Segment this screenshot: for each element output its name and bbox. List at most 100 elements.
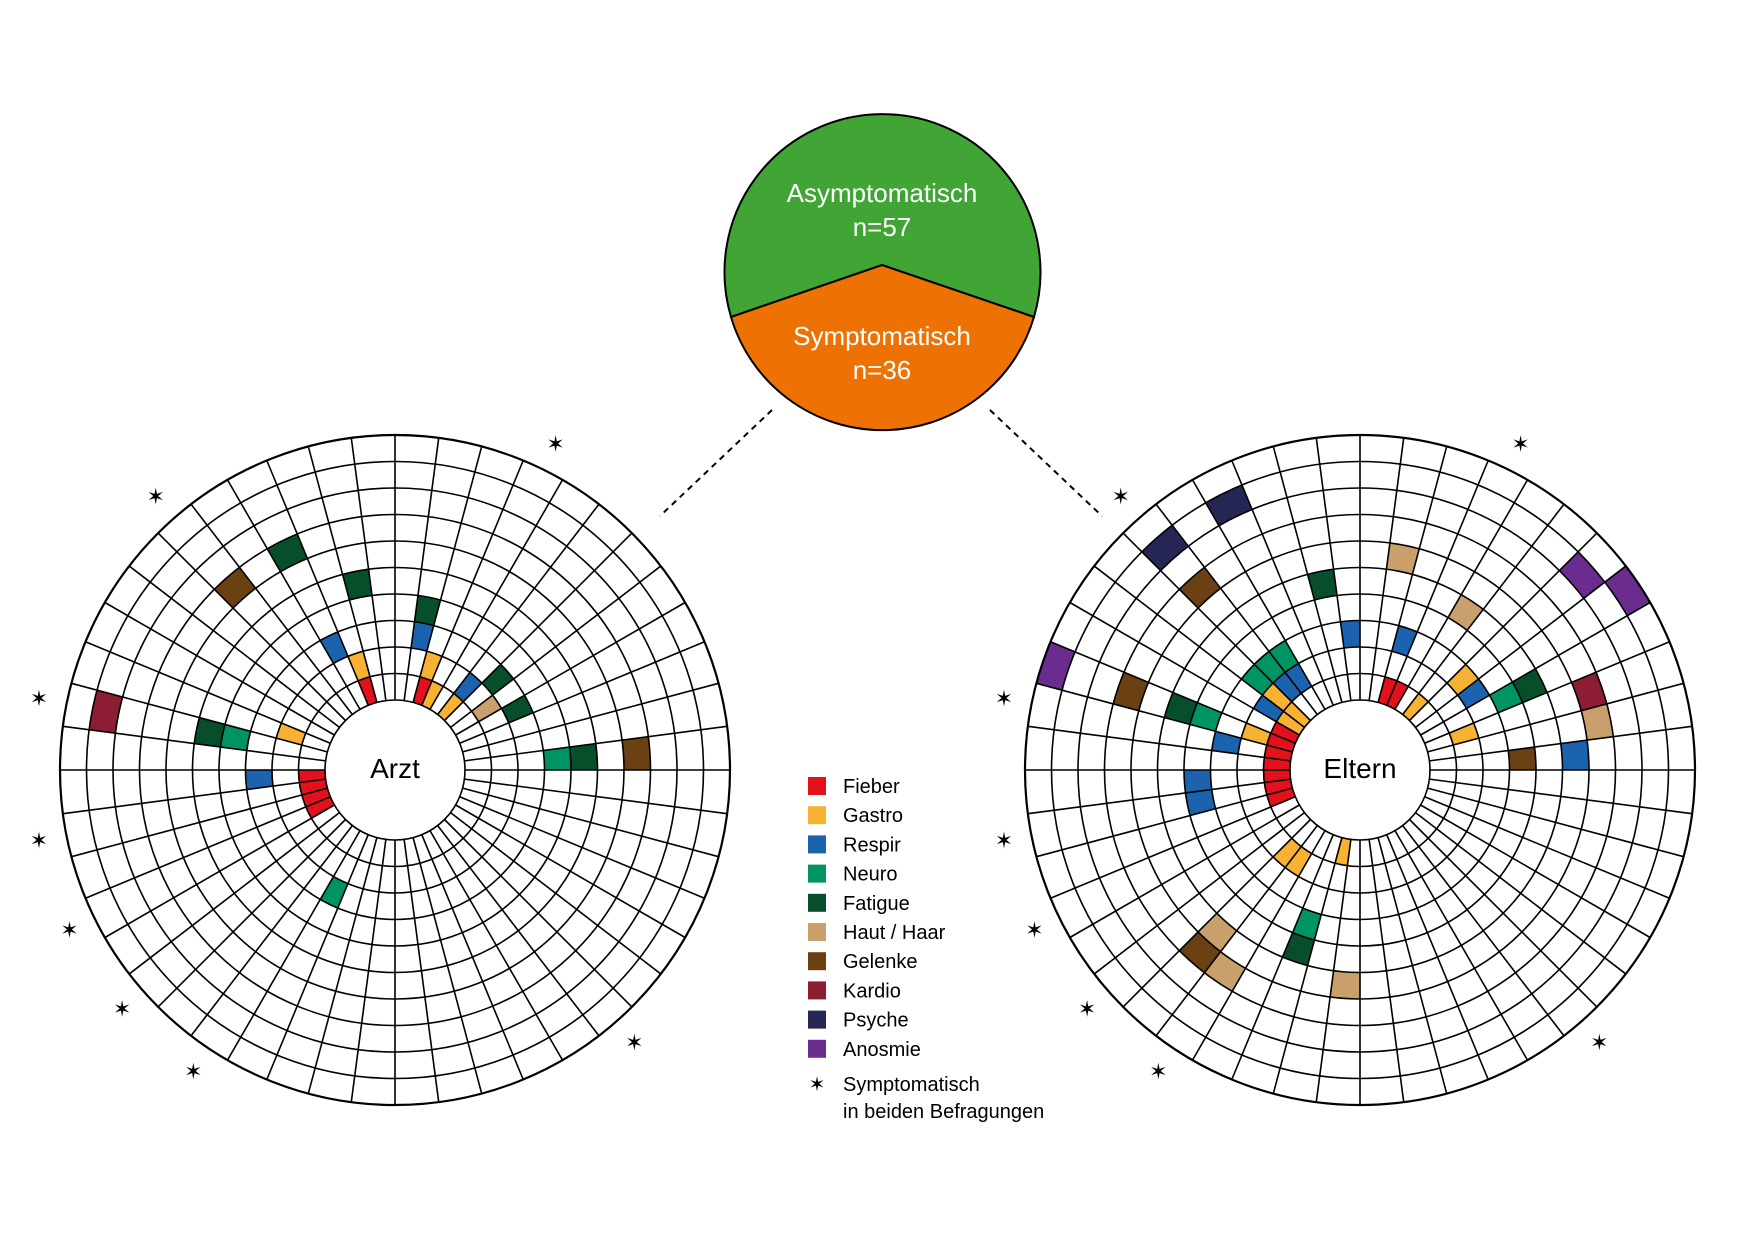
legend-star-label-line2: in beiden Befragungen [843, 1101, 1044, 1123]
wheel-spoke [403, 839, 440, 1103]
wheel-spoke [1427, 787, 1684, 858]
wheel-cell-respir [1185, 789, 1216, 816]
symptomatic-both-star-icon: ✶ [1078, 996, 1096, 1021]
wheel-cell-gastro [421, 680, 444, 710]
wheel-spoke [1036, 682, 1293, 753]
wheel-cell-fieber [301, 788, 331, 807]
legend-swatch [808, 923, 826, 941]
pie-symptomatic-segment [729, 263, 1036, 432]
wheel-spoke [464, 725, 728, 762]
wheel-cell-haut-haar [1330, 970, 1360, 999]
wheel-arzt: ✶✶✶✶✶✶✶✶ [30, 431, 732, 1107]
wheel-cell-gastro [1335, 837, 1351, 866]
pie-symptomatic-count: n=36 [853, 355, 912, 385]
wheel-spoke [1093, 565, 1305, 729]
wheel-spoke [1155, 503, 1319, 715]
symptomatic-both-star-icon: ✶ [184, 1059, 202, 1084]
wheel-cell-respir [1184, 770, 1212, 793]
wheel-cell-respir [1391, 625, 1418, 657]
wheel-cell-gelenke [622, 736, 651, 770]
wheel-cell-fieber [1378, 676, 1397, 706]
wheel-spoke [1027, 778, 1291, 815]
symptomatic-both-star-icon: ✶ [1025, 918, 1043, 943]
wheel-cell-psyche [1205, 484, 1253, 526]
wheel-cell-fatigue [414, 595, 441, 626]
wheel-spoke [1377, 446, 1448, 703]
pie-symptomatic-label: Symptomatisch [793, 321, 971, 351]
wheel-spoke [1394, 830, 1529, 1061]
legend-label: Kardio [843, 980, 901, 1002]
wheel-cell-fatigue [342, 569, 373, 600]
wheel-cell-neuro [1254, 651, 1286, 684]
wheel-spoke [1231, 460, 1334, 706]
wheel-cell-respir [1457, 678, 1490, 709]
wheel-cell-fatigue [1164, 692, 1198, 725]
wheel-spoke [1315, 839, 1352, 1103]
wheel-spoke [450, 565, 662, 729]
connector-right-dashed [989, 409, 1103, 517]
wheel-cell-haut-haar [1386, 542, 1420, 575]
wheel-cell-neuro [1489, 682, 1523, 713]
wheel-cell-anosmie [1604, 566, 1651, 616]
legend-swatch [808, 952, 826, 971]
symptomatic-both-star-icon: ✶ [546, 431, 564, 456]
wheel-cell-fatigue [1307, 569, 1338, 600]
wheel-cell-fieber [1264, 745, 1293, 761]
wheel-cell-gastro [437, 693, 464, 721]
wheel-spoke [459, 796, 705, 899]
wheel-cell-fieber [1264, 779, 1293, 795]
wheel-spoke [350, 437, 387, 701]
wheel-cell-psyche [1141, 525, 1189, 571]
legend-label: Psyche [843, 1010, 909, 1032]
symptomatic-both-star-icon: ✶ [1590, 1030, 1608, 1055]
wheel-cell-respir [1340, 620, 1360, 649]
wheel-spoke [1368, 839, 1405, 1103]
wheel-spoke [1386, 834, 1489, 1080]
wheel-cell-respir [245, 770, 274, 790]
wheel-spoke [429, 479, 564, 710]
wheel-spoke [1191, 479, 1326, 710]
wheel-cell-fieber [1270, 721, 1300, 744]
wheel-cell-gastro [1262, 683, 1292, 712]
wheel-cell-kardio [1571, 672, 1607, 711]
wheel-spoke [1394, 479, 1529, 710]
wheel-spoke [71, 787, 328, 858]
wheel-spoke [1155, 825, 1319, 1037]
wheel-spoke [429, 830, 564, 1061]
symptomatic-both-star-icon: ✶ [1111, 484, 1129, 509]
wheel-cell-gelenke [1179, 567, 1221, 609]
wheel-cell-fatigue [1282, 932, 1315, 966]
wheel-spoke [450, 811, 662, 975]
symptomatic-both-star-icon: ✶ [1511, 431, 1529, 456]
wheel-spoke [1429, 778, 1693, 815]
wheel-cell-neuro [1268, 640, 1299, 673]
wheel-cell-gelenke [1508, 747, 1536, 770]
wheel-spoke [1415, 565, 1627, 729]
wheel-cell-gastro [1285, 846, 1312, 877]
wheel-cell-neuro [220, 724, 251, 751]
wheel-eltern-center-label: Eltern [1323, 753, 1396, 784]
wheel-spoke [190, 825, 354, 1037]
legend-star-icon: ✶ [809, 1074, 826, 1096]
legend-swatch [808, 777, 826, 795]
wheel-spoke [1069, 601, 1300, 736]
symptomatic-both-star-icon: ✶ [113, 996, 131, 1021]
wheel-cell-kardio [89, 690, 123, 734]
wheel-cell-fieber [358, 676, 377, 706]
wheel-spoke [1050, 641, 1296, 744]
wheel-spoke [1377, 837, 1448, 1094]
wheel-spoke [412, 446, 483, 703]
legend-label: Fieber [843, 776, 900, 798]
wheel-spoke [1424, 641, 1670, 744]
legend-swatch [808, 893, 826, 912]
wheel-cell-fieber [1266, 733, 1296, 752]
wheel-spoke [443, 818, 633, 1008]
symptomatic-both-star-icon: ✶ [146, 484, 164, 509]
wheel-spoke [1420, 601, 1651, 736]
symptomatic-both-star-icon: ✶ [30, 828, 48, 853]
wheel-cell-haut-haar [1448, 594, 1484, 631]
wheel-spoke [226, 479, 361, 710]
wheel-spoke [190, 503, 354, 715]
legend-swatch [808, 806, 826, 825]
